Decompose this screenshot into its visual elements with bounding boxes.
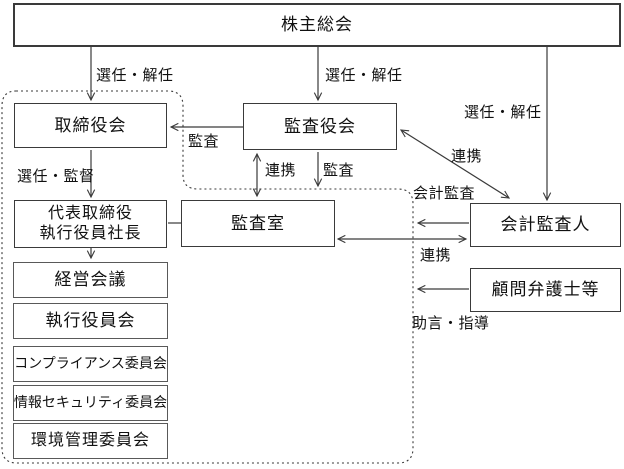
edge-label-audit-left: 監査 xyxy=(188,133,220,150)
edge-label-cooperation-horizontal: 連携 xyxy=(420,247,452,264)
edge-label-election-dismissal-left: 選任・解任 xyxy=(96,67,174,84)
edge-label-audit-downward: 監査 xyxy=(323,162,355,179)
node-president: 代表取締役 執行役員社長 xyxy=(14,200,167,248)
node-executive-officers-meeting: 執行役員会 xyxy=(13,303,168,339)
arrow-cooperation-audit-board-accounting-auditor xyxy=(399,129,511,199)
node-corporate-lawyers: 顧問弁護士等 xyxy=(470,268,621,312)
edge-label-advice-guidance: 助言・指導 xyxy=(412,315,490,332)
node-information-security-committee: 情報セキュリティ委員会 xyxy=(13,385,168,421)
edge-label-accounting-audit: 会計監査 xyxy=(413,185,476,202)
node-audit-supervisory-board: 監査役会 xyxy=(243,103,397,150)
edge-label-election-supervision: 選任・監督 xyxy=(17,168,95,185)
president-title-line2: 執行役員社長 xyxy=(39,225,142,242)
president-title-line1: 代表取締役 xyxy=(47,205,133,222)
node-environmental-management-committee: 環境管理委員会 xyxy=(13,423,168,459)
node-board-of-directors: 取締役会 xyxy=(14,103,167,148)
edge-label-election-dismissal-center: 選任・解任 xyxy=(325,67,403,84)
node-audit-office: 監査室 xyxy=(181,200,335,247)
node-management-meeting: 経営会議 xyxy=(13,262,168,298)
node-compliance-committee: コンプライアンス委員会 xyxy=(13,346,168,382)
node-accounting-auditor: 会計監査人 xyxy=(470,203,621,247)
edge-label-cooperation-vertical: 連携 xyxy=(265,162,297,179)
edge-label-cooperation-diagonal: 連携 xyxy=(451,148,483,165)
edge-label-election-dismissal-right: 選任・解任 xyxy=(464,104,542,121)
node-shareholders-meeting: 株主総会 xyxy=(13,3,621,47)
dotted-boundary xyxy=(1,90,414,464)
